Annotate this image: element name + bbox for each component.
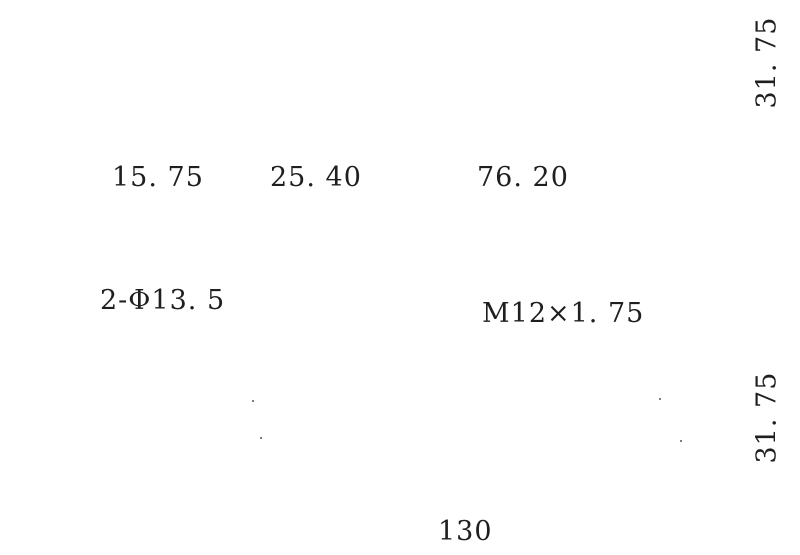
dimension-width-middle: 25. 40 xyxy=(270,162,362,193)
dimension-holes-diameter: 2-Φ13. 5 xyxy=(100,285,226,316)
dimension-top-right-vertical: 31. 75 xyxy=(751,16,783,109)
dimension-width-left: 15. 75 xyxy=(112,162,204,193)
dimension-overall-length: 130 xyxy=(438,516,493,547)
leader-tick xyxy=(680,440,682,442)
leader-tick xyxy=(659,398,661,400)
leader-tick xyxy=(260,437,262,439)
leader-tick xyxy=(252,400,254,402)
dimension-thread-spec: M12×1. 75 xyxy=(482,298,645,329)
dimension-bottom-right-vertical: 31. 75 xyxy=(751,371,783,464)
dimension-width-right: 76. 20 xyxy=(477,162,569,193)
